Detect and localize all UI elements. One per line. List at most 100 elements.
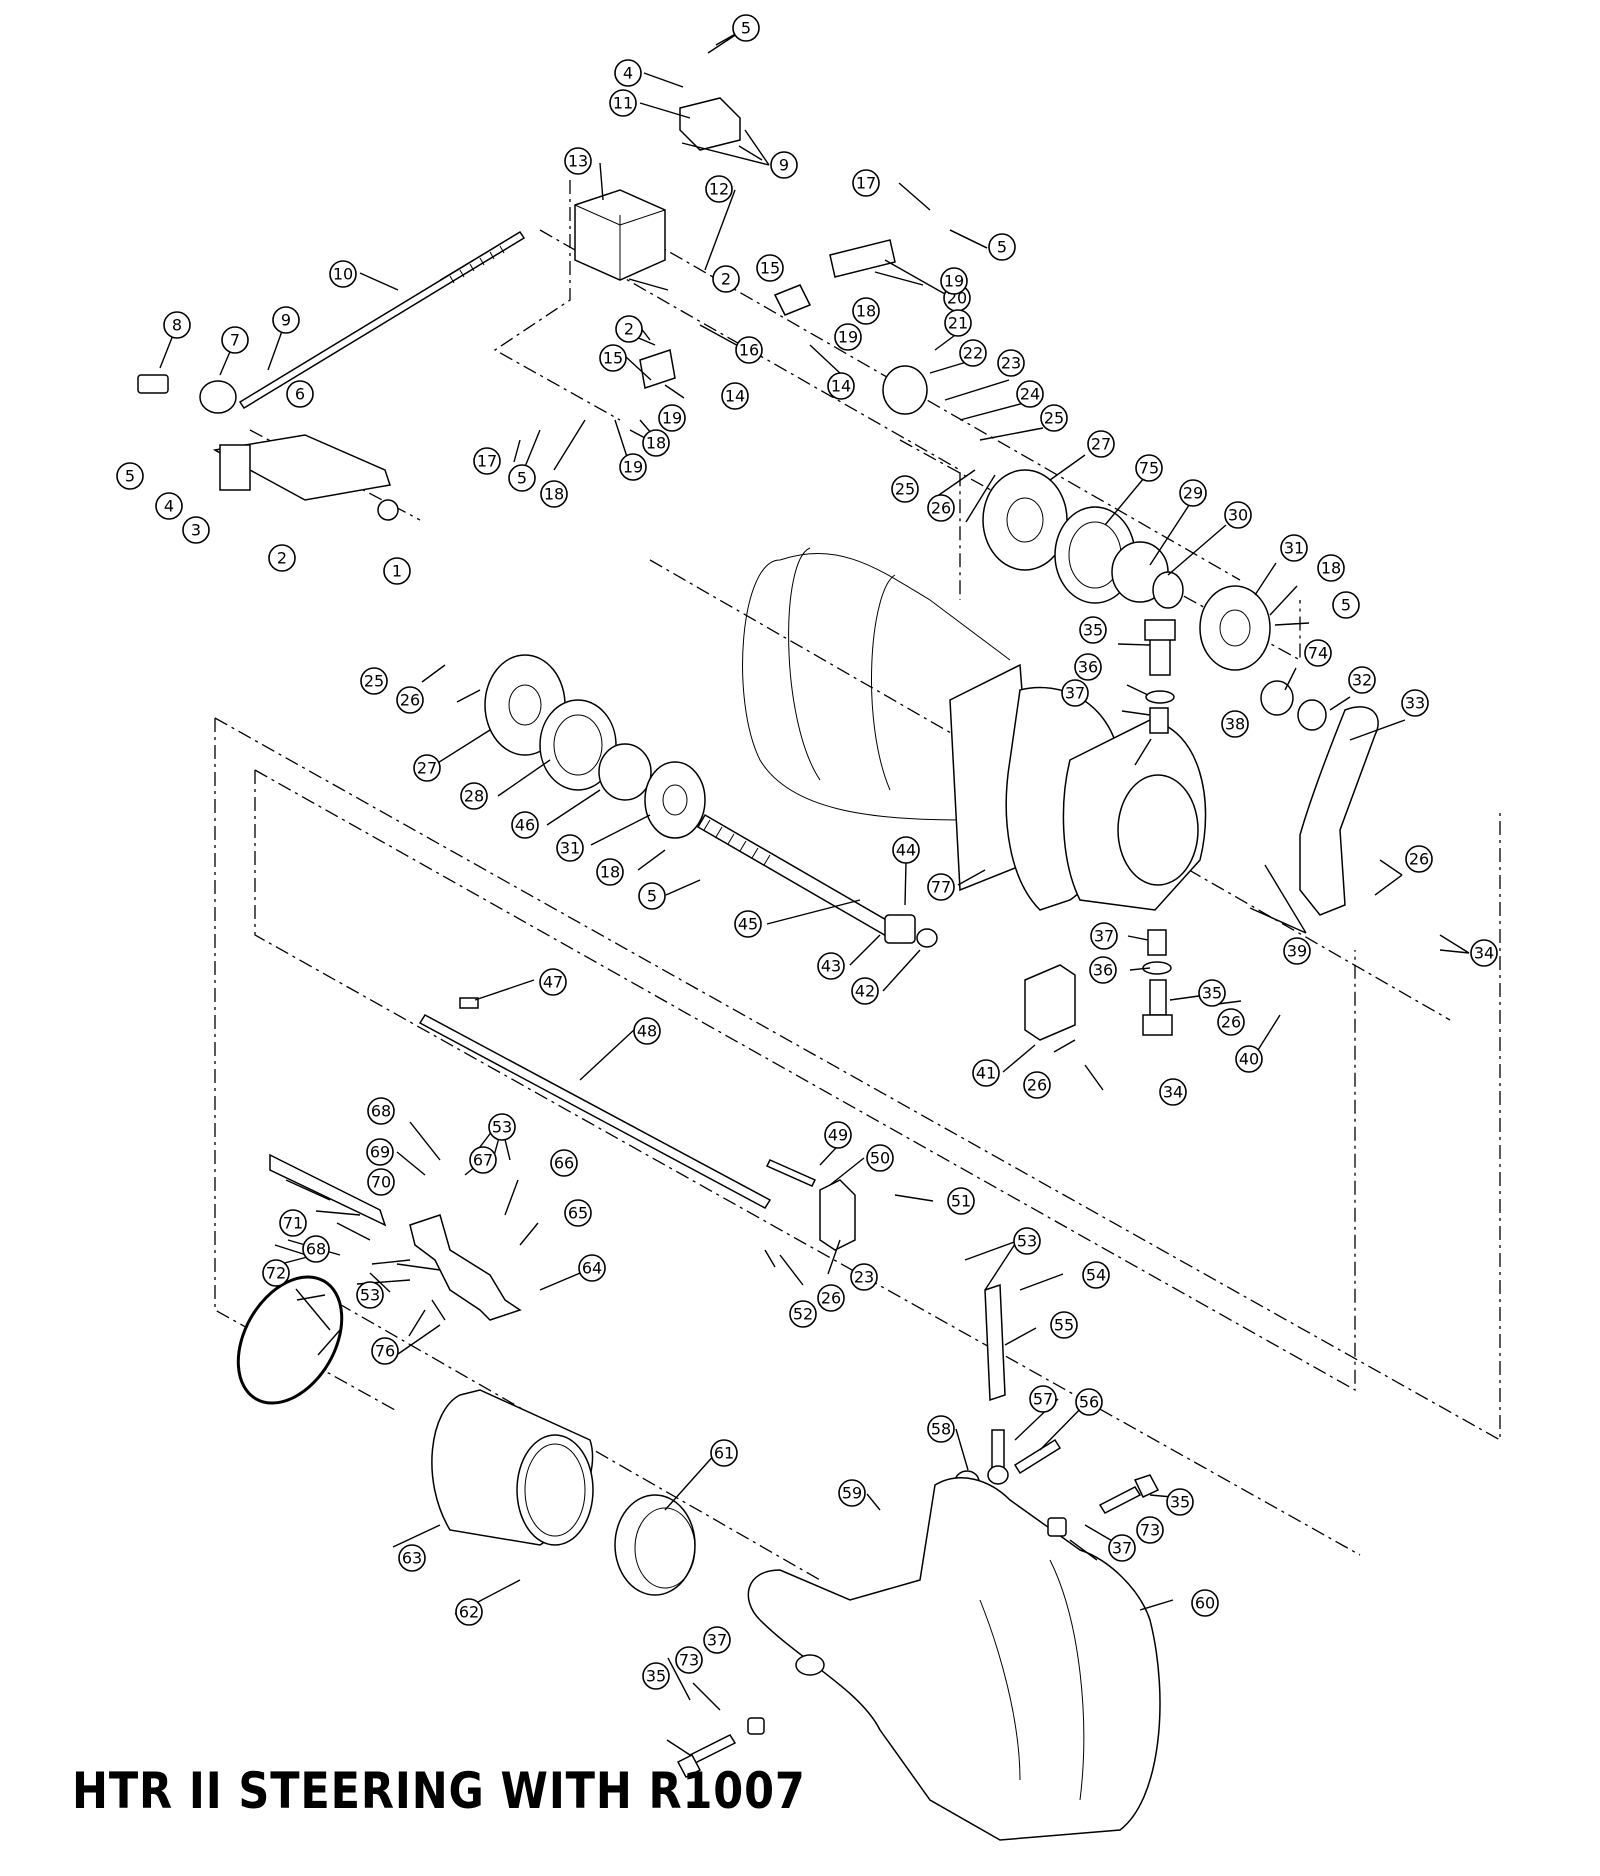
part-labels: 5 4 11 9 13 12 17 5 10 8 7 9 15 2 20 19 … [116,14,1498,1690]
label-17: 17 [473,447,501,475]
label-26: 26 [1023,1071,1051,1099]
label-45: 45 [734,910,762,938]
svg-text:43: 43 [821,957,841,976]
svg-text:47: 47 [543,973,563,992]
svg-text:25: 25 [895,480,915,499]
label-58: 58 [927,1415,955,1443]
label-36: 36 [1089,956,1117,984]
label-49: 49 [824,1121,852,1149]
svg-text:35: 35 [1170,1493,1190,1512]
svg-text:5: 5 [741,19,751,38]
label-5: 5 [732,14,760,42]
svg-text:30: 30 [1228,506,1248,525]
label-26: 26 [1217,1008,1245,1036]
svg-text:72: 72 [266,1264,286,1283]
svg-text:32: 32 [1352,671,1372,690]
label-55: 55 [1050,1311,1078,1339]
svg-text:1: 1 [392,562,402,581]
label-6: 6 [286,380,314,408]
svg-text:44: 44 [896,841,916,860]
svg-text:13: 13 [568,152,588,171]
label-50: 50 [866,1144,894,1172]
label-48: 48 [633,1017,661,1045]
svg-text:22: 22 [963,344,983,363]
svg-text:23: 23 [854,1268,874,1287]
svg-text:2: 2 [277,549,287,568]
svg-text:5: 5 [125,467,135,486]
svg-text:26: 26 [1221,1013,1241,1032]
label-62: 62 [455,1598,483,1626]
svg-text:18: 18 [856,302,876,321]
svg-text:60: 60 [1195,1594,1215,1613]
label-66: 66 [550,1149,578,1177]
label-17: 17 [852,169,880,197]
svg-text:25: 25 [364,672,384,691]
label-34: 34 [1470,939,1498,967]
label-33: 33 [1401,689,1429,717]
label-19: 19 [940,267,968,295]
label-7: 7 [221,326,249,354]
svg-text:4: 4 [623,64,633,83]
diagram-title: HTR II STEERING WITH R1007 [72,1762,806,1820]
label-34: 34 [1159,1078,1187,1106]
label-5: 5 [1332,591,1360,619]
svg-text:56: 56 [1079,1393,1099,1412]
label-53: 53 [488,1113,516,1141]
svg-text:59: 59 [842,1484,862,1503]
label-37: 37 [1061,679,1089,707]
label-37: 37 [703,1626,731,1654]
label-13: 13 [564,147,592,175]
label-41: 41 [972,1059,1000,1087]
label-4: 4 [614,59,642,87]
label-42: 42 [851,977,879,1005]
label-2: 2 [712,265,740,293]
label-31: 31 [1280,534,1308,562]
svg-text:76: 76 [375,1342,395,1361]
label-19: 19 [834,323,862,351]
svg-text:73: 73 [679,1651,699,1670]
svg-text:51: 51 [951,1192,971,1211]
label-25: 25 [891,475,919,503]
label-25: 25 [360,667,388,695]
label-68: 68 [302,1235,330,1263]
svg-text:9: 9 [779,156,789,175]
svg-text:37: 37 [1065,684,1085,703]
label-35: 35 [642,1662,670,1690]
svg-text:6: 6 [295,385,305,404]
label-70: 70 [367,1168,395,1196]
label-57: 57 [1029,1385,1057,1413]
label-26: 26 [927,494,955,522]
label-14: 14 [827,372,855,400]
svg-text:39: 39 [1287,942,1307,961]
part-geometry [137,97,1379,1841]
label-35: 35 [1079,616,1107,644]
svg-text:17: 17 [856,174,876,193]
label-77: 77 [927,873,955,901]
svg-text:61: 61 [714,1444,734,1463]
label-35: 35 [1198,979,1226,1007]
svg-text:3: 3 [191,521,201,540]
svg-text:64: 64 [582,1259,602,1278]
label-19: 19 [619,453,647,481]
label-56: 56 [1075,1388,1103,1416]
svg-text:15: 15 [603,349,623,368]
label-65: 65 [564,1199,592,1227]
svg-text:18: 18 [544,485,564,504]
label-72: 72 [262,1259,290,1287]
label-25: 25 [1040,404,1068,432]
label-74: 74 [1304,639,1332,667]
label-69: 69 [366,1138,394,1166]
label-54: 54 [1082,1261,1110,1289]
svg-text:21: 21 [948,314,968,333]
svg-text:75: 75 [1139,459,1159,478]
label-3: 3 [182,516,210,544]
label-18: 18 [540,480,568,508]
svg-text:18: 18 [600,863,620,882]
svg-text:10: 10 [333,265,353,284]
svg-text:9: 9 [281,311,291,330]
svg-text:12: 12 [709,180,729,199]
label-31: 31 [556,834,584,862]
svg-text:19: 19 [662,409,682,428]
svg-text:34: 34 [1163,1083,1183,1102]
label-15: 15 [756,254,784,282]
